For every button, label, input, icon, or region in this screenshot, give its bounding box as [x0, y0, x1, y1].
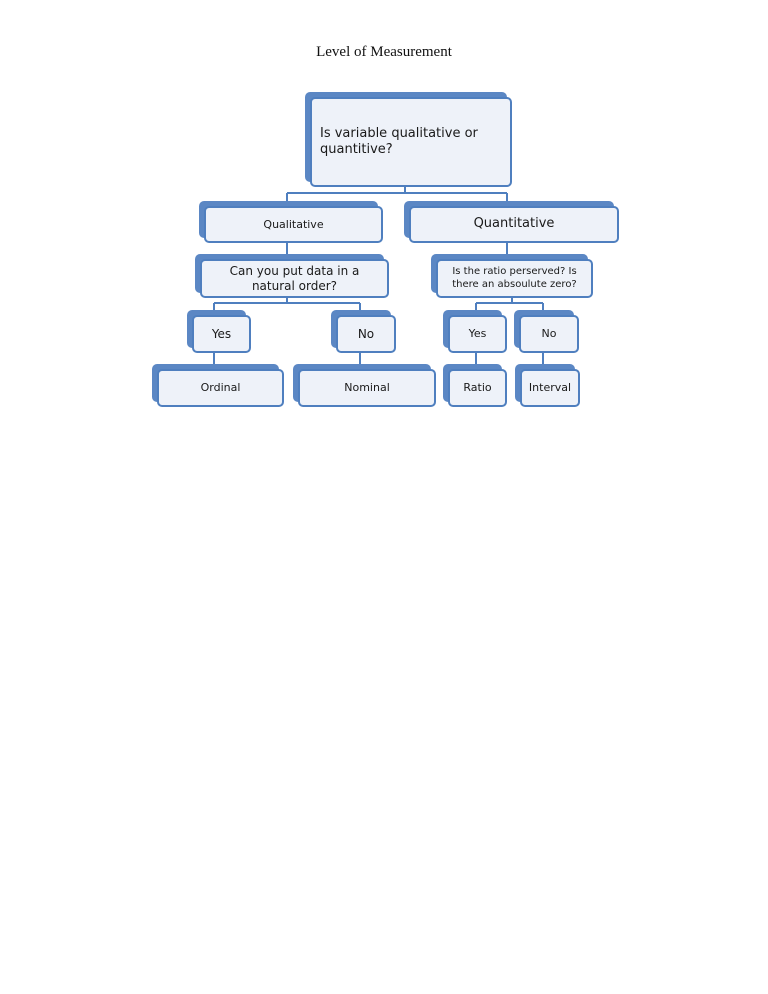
quant-yes-label: Yes — [448, 315, 507, 353]
ratio-node: Ratio — [443, 364, 507, 407]
connector-root — [286, 187, 508, 204]
ratio-question-node: Is the ratio perserved? Is there an abso… — [431, 254, 593, 298]
qual-no-node: No — [331, 310, 396, 353]
ratio-question-text: Is the ratio perserved? Is there an abso… — [436, 259, 593, 298]
nominal-label: Nominal — [298, 369, 436, 407]
root-question-node: Is variable qualitative or quantitive? — [305, 92, 512, 187]
quant-no-node: No — [514, 310, 579, 353]
qualitative-node: Qualitative — [199, 201, 383, 243]
connector-natural-order — [213, 297, 361, 314]
quantitative-node: Quantitative — [404, 201, 619, 243]
connector-ratio-question — [475, 297, 544, 314]
qual-yes-label: Yes — [192, 315, 251, 353]
ordinal-label: Ordinal — [157, 369, 284, 407]
qual-yes-node: Yes — [187, 310, 251, 353]
qualitative-label: Qualitative — [204, 206, 383, 243]
interval-label: Interval — [520, 369, 580, 407]
ordinal-node: Ordinal — [152, 364, 284, 407]
page-title: Level of Measurement — [316, 44, 452, 60]
quantitative-label: Quantitative — [409, 206, 619, 243]
interval-node: Interval — [515, 364, 580, 407]
nominal-node: Nominal — [293, 364, 436, 407]
ratio-label: Ratio — [448, 369, 507, 407]
quant-no-label: No — [519, 315, 579, 353]
qual-no-label: No — [336, 315, 396, 353]
natural-order-question-node: Can you put data in a natural order? — [195, 254, 389, 298]
root-question-text: Is variable qualitative or quantitive? — [310, 97, 512, 187]
natural-order-question-text: Can you put data in a natural order? — [200, 259, 389, 298]
quant-yes-node: Yes — [443, 310, 507, 353]
